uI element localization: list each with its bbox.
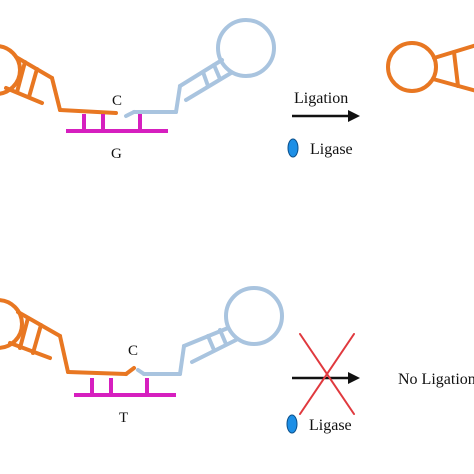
ligation-arrow (292, 372, 360, 384)
panel-mismatch: C T No Ligation Ligase (0, 286, 474, 434)
ligase-icon (287, 138, 299, 158)
template-base-label: G (111, 146, 122, 162)
ligation-arrow (292, 110, 360, 122)
ligase-icon (286, 414, 298, 434)
left-probe-loop (0, 298, 24, 350)
left-hairpin-probe (0, 44, 118, 115)
template-strand (74, 378, 176, 397)
result-label: No Ligation (398, 371, 474, 388)
enzyme-label: Ligase (309, 417, 352, 434)
ligated-product (386, 41, 474, 93)
left-probe-loop (0, 44, 22, 96)
right-probe-loop (216, 18, 276, 78)
left-stem-rung (27, 67, 39, 99)
blocked-cross-icon (299, 333, 355, 415)
enzyme-label: Ligase (310, 141, 353, 158)
right-stem-rung (201, 70, 210, 88)
left-stem-rung (15, 60, 27, 94)
right-stem-rung (206, 334, 216, 352)
probe-base-label: C (128, 343, 138, 359)
right-hairpin-probe (136, 286, 284, 376)
product-loop (386, 41, 438, 93)
panel-match: C G Ligation Ligase (0, 18, 474, 162)
template-strand (66, 114, 168, 133)
probe-base-label: C (112, 93, 122, 109)
left-stem-rung (31, 323, 43, 355)
right-hairpin-probe (124, 18, 276, 118)
left-stem-rung (18, 316, 30, 350)
left-hairpin-probe (0, 298, 136, 376)
template-base-label: T (119, 410, 128, 426)
arrow-label: Ligation (294, 90, 348, 107)
right-probe-loop (224, 286, 284, 346)
right-stem-rung (212, 63, 222, 81)
right-stem-rung (218, 328, 228, 346)
